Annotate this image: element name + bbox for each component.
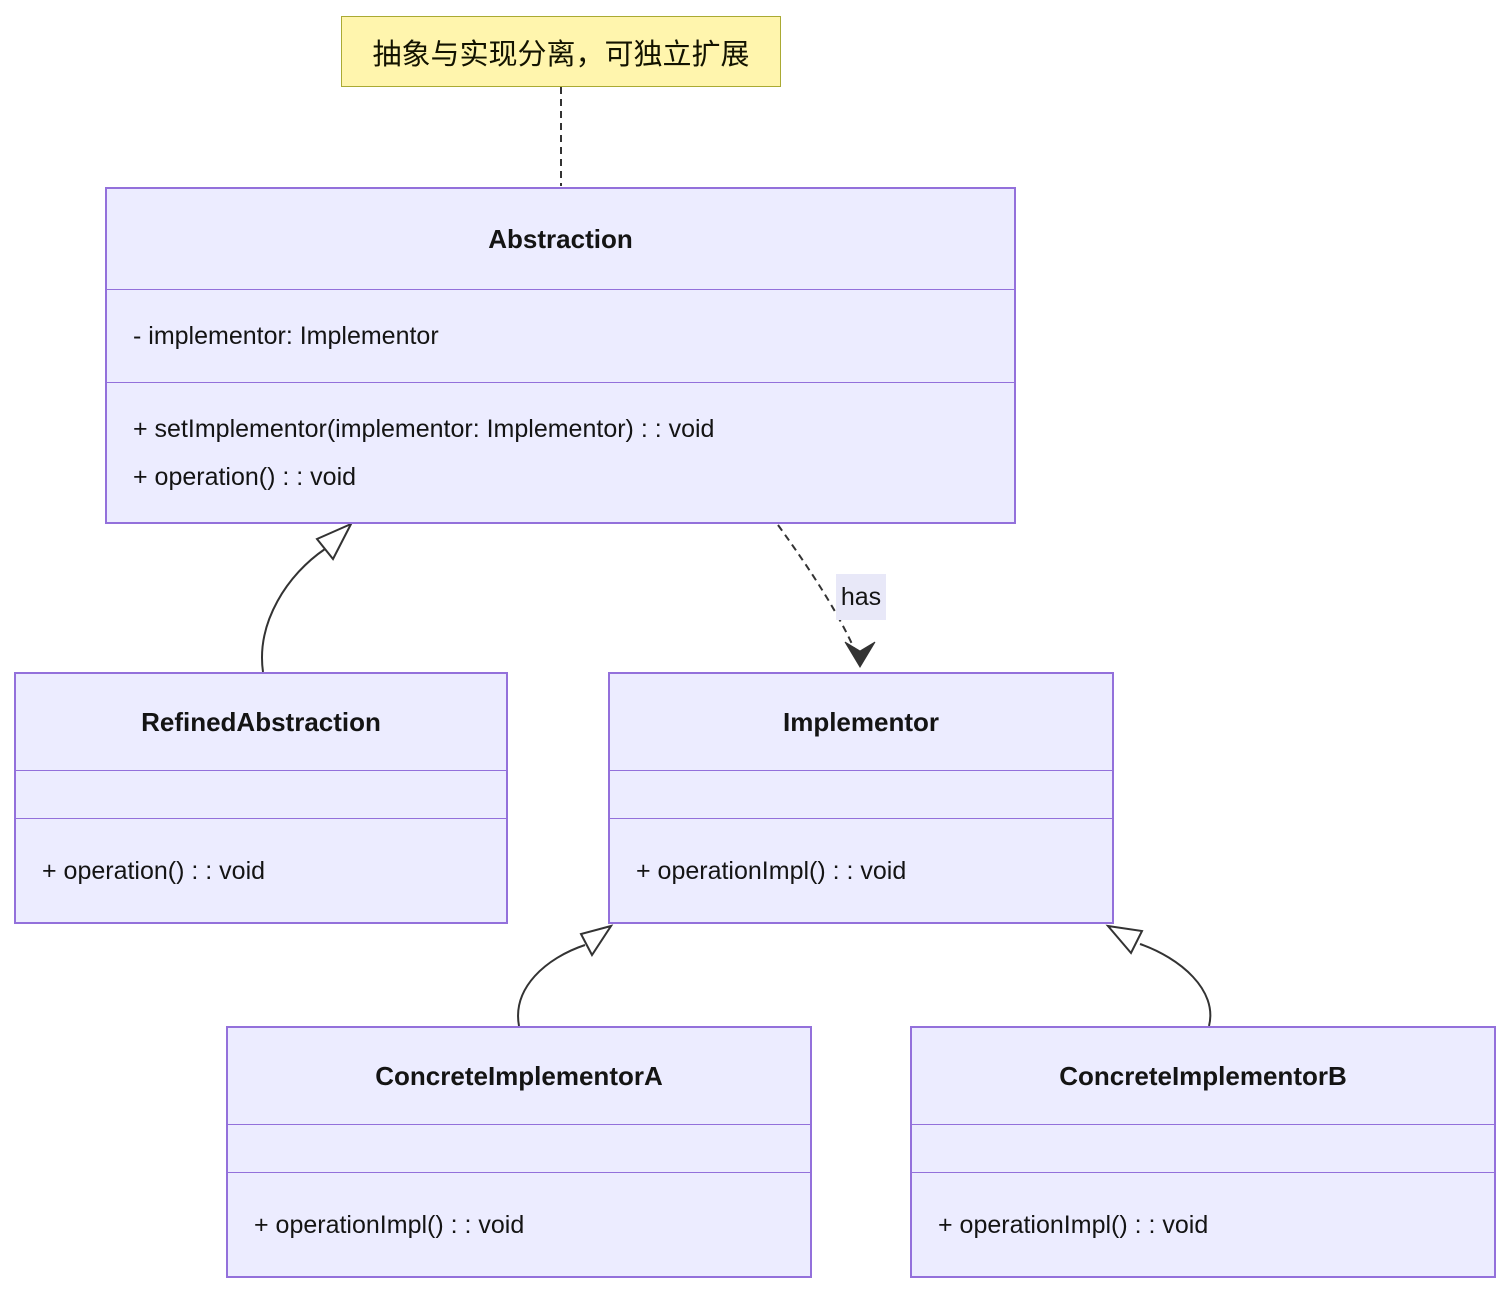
method-row: + setImplementor(implementor: Implemento… bbox=[133, 414, 715, 443]
method-row: + operationImpl() : : void bbox=[254, 1210, 525, 1239]
attributes-section: - implementor: Implementor bbox=[107, 289, 1014, 382]
dependency-arrowhead-icon bbox=[844, 641, 876, 668]
class-title: ConcreteImplementorA bbox=[375, 1060, 663, 1091]
inheritance-line-b-to-implementor bbox=[1139, 943, 1212, 1027]
class-title: Implementor bbox=[782, 706, 940, 737]
class-title: ConcreteImplementorB bbox=[1059, 1060, 1347, 1091]
edge-label-has: has bbox=[836, 574, 886, 620]
methods-section: + setImplementor(implementor: Implemento… bbox=[107, 382, 1014, 522]
inheritance-line-a-to-implementor bbox=[517, 944, 586, 1027]
methods-section: + operationImpl() : : void bbox=[610, 818, 1112, 922]
inheritance-line-refined-to-abstraction bbox=[261, 548, 326, 673]
attributes-section bbox=[610, 770, 1112, 818]
methods-section: + operationImpl() : : void bbox=[912, 1172, 1494, 1276]
class-concrete-implementor-a: ConcreteImplementorA + operationImpl() :… bbox=[226, 1026, 812, 1278]
method-row: + operation() : : void bbox=[42, 856, 266, 885]
attributes-section bbox=[912, 1124, 1494, 1172]
class-abstraction: Abstraction - implementor: Implementor +… bbox=[105, 187, 1016, 524]
methods-section: + operation() : : void bbox=[16, 818, 506, 922]
inheritance-triangle-icon bbox=[579, 924, 614, 957]
class-concrete-implementor-b: ConcreteImplementorB + operationImpl() :… bbox=[910, 1026, 1496, 1278]
class-title: Abstraction bbox=[488, 223, 633, 254]
inheritance-triangle-icon bbox=[315, 521, 354, 561]
method-row: + operationImpl() : : void bbox=[636, 856, 907, 885]
methods-section: + operationImpl() : : void bbox=[228, 1172, 810, 1276]
attributes-section bbox=[228, 1124, 810, 1172]
method-row: + operation() : : void bbox=[133, 462, 357, 491]
attributes-section bbox=[16, 770, 506, 818]
method-row: + operationImpl() : : void bbox=[938, 1210, 1209, 1239]
attribute-row: - implementor: Implementor bbox=[133, 322, 439, 350]
class-refined-abstraction: RefinedAbstraction + operation() : : voi… bbox=[14, 672, 508, 924]
note-abstraction: 抽象与实现分离，可独立扩展 bbox=[341, 16, 781, 87]
class-title: RefinedAbstraction bbox=[141, 706, 381, 737]
inheritance-triangle-icon bbox=[1105, 924, 1144, 955]
class-implementor: Implementor + operationImpl() : : void bbox=[608, 672, 1114, 924]
